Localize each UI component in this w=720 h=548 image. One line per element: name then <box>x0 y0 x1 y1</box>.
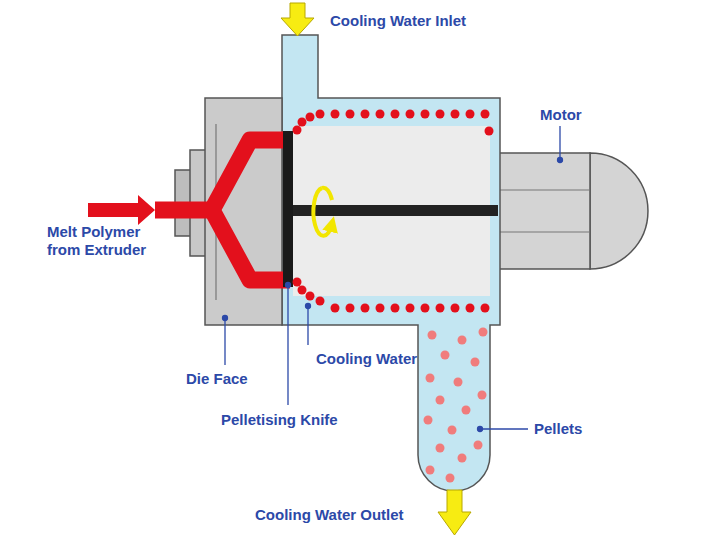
pellet <box>293 126 302 135</box>
part-label: Die Face <box>186 370 248 388</box>
water-out-arrow <box>438 490 471 535</box>
pellet <box>481 110 490 119</box>
pellet <box>478 391 487 400</box>
rotation-arrow <box>313 188 332 236</box>
drive-shaft <box>293 205 498 216</box>
pellet <box>298 286 307 295</box>
pellet <box>376 304 385 313</box>
leader-dot <box>286 283 291 288</box>
part-label: Pelletising Knife <box>221 411 338 429</box>
pellet <box>466 110 475 119</box>
pellet <box>485 127 494 136</box>
leader-line <box>307 306 308 345</box>
pellet <box>406 304 415 313</box>
part-label: Cooling Water Outlet <box>255 506 404 524</box>
pellet <box>406 110 415 119</box>
pellet <box>471 358 480 367</box>
part-label: Pellets <box>534 420 582 438</box>
pellet <box>458 336 467 345</box>
leader-line <box>480 428 528 429</box>
pellet <box>436 304 445 313</box>
pellet <box>454 378 463 387</box>
pellet <box>391 110 400 119</box>
pellet <box>424 416 433 425</box>
pellet <box>293 278 302 287</box>
pellet <box>426 374 435 383</box>
pellet <box>331 110 340 119</box>
leader-line <box>224 318 225 365</box>
pellet <box>346 110 355 119</box>
leader-line <box>287 285 288 405</box>
pellet <box>298 118 307 127</box>
part-label: Cooling Water Inlet <box>330 12 466 30</box>
leader-dot <box>223 316 228 321</box>
pellet <box>466 304 475 313</box>
pellet <box>458 454 467 463</box>
motor-line <box>498 232 590 233</box>
pellet <box>316 297 325 306</box>
melt-arrow <box>88 195 155 225</box>
pellet <box>481 304 490 313</box>
pellet <box>426 466 435 475</box>
pellet <box>391 304 400 313</box>
leader-line <box>559 126 560 160</box>
pellet <box>306 113 315 122</box>
pellet <box>316 110 325 119</box>
leader-dot <box>306 304 311 309</box>
pellet <box>421 110 430 119</box>
pellet <box>451 110 460 119</box>
motor <box>498 153 648 269</box>
part-label: Motor <box>540 106 582 124</box>
pellet <box>346 304 355 313</box>
pellet <box>441 351 450 360</box>
pellet <box>331 304 340 313</box>
die <box>155 98 290 325</box>
pellet <box>474 441 483 450</box>
pellet <box>436 110 445 119</box>
motor-body <box>498 153 590 269</box>
motor-line <box>498 190 590 191</box>
leader-dot <box>558 158 563 163</box>
pellet <box>462 406 471 415</box>
pellet <box>448 426 457 435</box>
knife-plate <box>283 131 293 287</box>
pellet <box>306 292 315 301</box>
pellet <box>446 474 455 483</box>
leader-lines <box>223 126 563 432</box>
pellet <box>436 396 445 405</box>
leader-dot <box>478 427 483 432</box>
pellet <box>436 444 445 453</box>
pellet <box>376 110 385 119</box>
part-label: Cooling Water <box>316 350 417 368</box>
pellet <box>451 304 460 313</box>
pellet <box>479 328 488 337</box>
pellet <box>421 304 430 313</box>
rotation-arrow <box>322 188 332 200</box>
pellet <box>428 331 437 340</box>
pellet <box>361 304 370 313</box>
water-in-arrow <box>281 3 314 36</box>
melt-channel <box>155 140 290 280</box>
pellet <box>361 110 370 119</box>
part-label: Melt Polymer from Extruder <box>47 223 172 259</box>
motor-dome <box>590 153 648 269</box>
